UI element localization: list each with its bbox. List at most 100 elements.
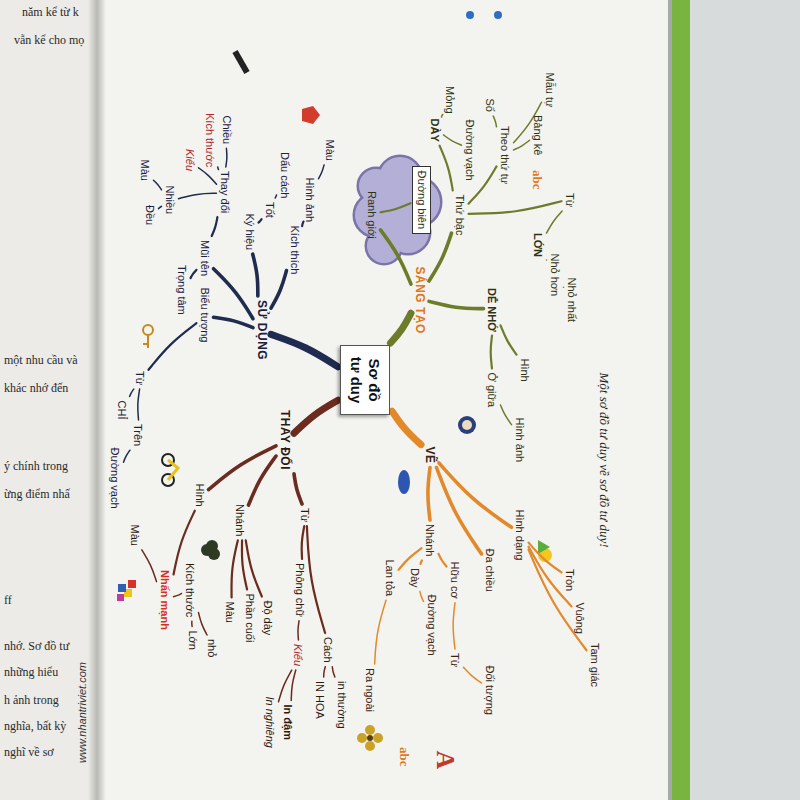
branch-word: Ra ngoài xyxy=(364,666,377,714)
branch-word: Kích thước xyxy=(204,111,217,169)
branch-word: Hình ảnh xyxy=(514,416,527,465)
node-text: Nhỏ hơn xyxy=(549,254,562,297)
branch-line xyxy=(491,336,492,369)
branch-word: Hình dạng xyxy=(514,508,527,563)
branch-word: Kích thước xyxy=(184,561,197,619)
branch-word: Mỏng xyxy=(444,84,457,116)
branch-line xyxy=(464,667,482,683)
page-text: một nhu cầu và xyxy=(4,353,78,367)
flower-centre xyxy=(367,735,373,741)
book-gutter xyxy=(88,0,106,800)
node-text: Bảng kê xyxy=(532,115,545,155)
branch-line xyxy=(442,115,443,117)
branch-line xyxy=(375,600,386,664)
branch-line xyxy=(226,148,227,167)
branch-line xyxy=(420,592,424,602)
node-text: DỄ NHỚ xyxy=(486,288,499,332)
branch-word: Mẫu tự xyxy=(544,71,557,110)
branch-word: Từ xyxy=(299,506,312,524)
node-text: Dấu cách xyxy=(279,152,292,198)
branch-line xyxy=(332,667,335,677)
web-address: www.nhantriviet.com xyxy=(75,662,88,763)
main-branch-label: VẼ xyxy=(423,445,437,466)
icon-text: abc xyxy=(531,170,546,190)
plate-rim xyxy=(458,416,476,434)
branch-word: Dày xyxy=(409,566,422,590)
branch-word: Ranh giới xyxy=(366,189,379,241)
node-text: Ranh giới xyxy=(366,191,379,239)
branch-word: Lớn xyxy=(187,629,200,652)
branch-word: Đa chiều xyxy=(484,547,497,594)
branch-word: Màu xyxy=(129,523,142,548)
branch-line xyxy=(501,405,512,425)
branch-word: Chiều xyxy=(221,114,234,147)
node-text: Lớn xyxy=(187,631,200,650)
branch-line xyxy=(514,140,530,150)
node-text: SỬ DỤNG xyxy=(255,300,269,360)
branch-word: Đường vạch xyxy=(426,593,439,658)
node-text: Sơ đồ tư duy xyxy=(347,352,383,408)
node-text: Phông chữ xyxy=(294,563,307,617)
page-text: vẫn kể cho mọ xyxy=(14,33,84,47)
branch-line xyxy=(179,193,217,198)
node-text: Kiểu xyxy=(292,644,305,666)
branch-line xyxy=(138,389,140,420)
node-text: Mỏng xyxy=(444,86,457,114)
page-text: những hiểu xyxy=(4,665,58,679)
node-text: Dày xyxy=(409,568,422,588)
branch-word: Từ xyxy=(134,369,147,387)
node-text: Thay đổi xyxy=(219,171,232,213)
branch-word: Số xyxy=(484,97,497,114)
branch-line xyxy=(246,540,262,596)
node-text: In nghiêng xyxy=(264,697,277,748)
node-text: Đa chiều xyxy=(484,549,497,592)
branch-word: Ở giữa xyxy=(486,371,499,410)
branch-word: Lan tỏa xyxy=(384,558,397,599)
node-text: Cách xyxy=(322,637,335,663)
table-background xyxy=(690,0,800,800)
branch-word: Ký hiệu xyxy=(244,212,257,253)
branch-word: Trên xyxy=(132,422,145,448)
shoe-icon xyxy=(398,470,410,494)
branch-line xyxy=(529,550,587,651)
plate-food xyxy=(462,420,472,430)
green-cover-edge xyxy=(672,0,690,800)
node-text: Đường vạch xyxy=(426,595,439,656)
branch-word: In đậm xyxy=(282,703,295,742)
pink-block xyxy=(117,594,124,601)
branch-line xyxy=(392,411,421,444)
node-text: Từ xyxy=(564,193,577,207)
tree-icon xyxy=(201,540,220,560)
branch-line xyxy=(428,468,430,520)
node-text: Biểu tượng xyxy=(199,288,212,343)
branch-line xyxy=(259,219,262,222)
node-text: In đậm xyxy=(282,705,295,740)
branch-line xyxy=(319,165,325,179)
node-text: IN HOA xyxy=(314,681,327,719)
branch-word: Màu xyxy=(139,158,152,183)
branch-word: Phông chữ xyxy=(294,561,307,619)
node-text: Lan tỏa xyxy=(384,560,397,597)
flower-petal xyxy=(373,733,383,743)
blue-block xyxy=(118,584,126,592)
node-text: DÀY xyxy=(429,119,442,142)
bike-frame xyxy=(168,460,178,480)
branch-line xyxy=(469,201,562,214)
branch-word: Đường vạch xyxy=(109,446,122,511)
branch-word: Nhỏ hơn xyxy=(549,252,562,299)
page-text: năm kể từ k xyxy=(22,5,79,19)
branch-word: CHỈ xyxy=(116,399,129,422)
branch-word: Vuông xyxy=(574,601,587,636)
flower-petal xyxy=(357,733,367,743)
bike-icon xyxy=(162,454,178,486)
plate-icon xyxy=(458,416,476,434)
node-text: Đối tượng xyxy=(484,666,497,715)
key-blade xyxy=(147,335,149,348)
node-text: Màu xyxy=(129,525,142,546)
branch-word: Kiểu xyxy=(184,147,197,173)
node-text: Từ xyxy=(134,371,147,385)
